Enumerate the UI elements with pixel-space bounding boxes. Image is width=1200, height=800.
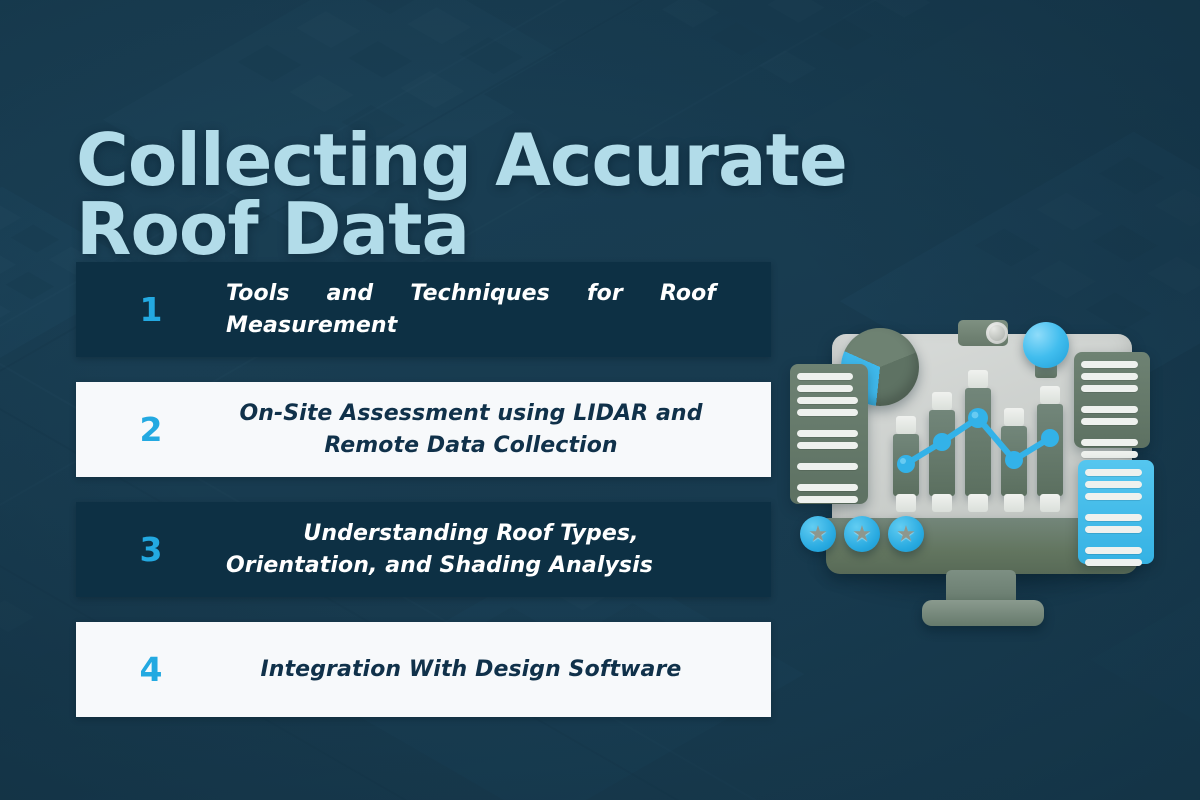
star-badge-icon: ★ [844,516,880,552]
document-card-icon [1078,460,1154,566]
star-glyph: ★ [896,521,916,546]
document-line [1085,547,1143,554]
document-line [797,373,854,380]
bar-cap [968,494,988,512]
step-label: Tools and Techniques for Roof Measuremen… [226,281,716,338]
document-spacer [1081,430,1143,439]
document-spacer [1085,505,1147,514]
bar-cap [932,494,952,512]
document-line [797,430,858,437]
document-card-icon [790,364,868,504]
document-line [797,442,858,449]
document-line [1085,559,1143,566]
bar-cap [932,392,952,410]
bar [1037,386,1063,512]
bar-cap [968,370,988,388]
bar-cap [1040,494,1060,512]
document-spacer [797,454,861,463]
bar-cap [896,416,916,434]
bar-cap [1004,408,1024,426]
bar-cap [896,494,916,512]
bar-cap [1040,386,1060,404]
document-line [1085,526,1143,533]
step-number: 4 [139,650,163,689]
star-badge-icon: ★ [800,516,836,552]
steps-list: 1 Tools and Techniques for Roof Measurem… [76,262,771,742]
document-line [1085,514,1143,521]
bar [929,392,955,512]
line-chart-icon [897,408,1059,473]
document-line [1081,361,1139,368]
list-item[interactable]: 1 Tools and Techniques for Roof Measurem… [76,262,771,357]
document-line [1081,451,1139,458]
page-title: Collecting Accurate Roof Data [76,118,848,271]
document-line [797,496,858,503]
document-line [1081,439,1139,446]
webcam-icon [958,320,1008,346]
document-spacer [797,475,861,484]
step-number: 3 [139,530,163,569]
document-card-icon [1074,352,1150,458]
star-glyph: ★ [808,521,828,546]
document-line [1081,418,1139,425]
list-item[interactable]: 3 Understanding Roof Types, Orientation,… [76,502,771,597]
step-label: Integration With Design Software [260,656,682,682]
star-badge-icon: ★ [888,516,924,552]
document-line [797,463,858,470]
document-line [1085,481,1143,488]
step-number: 1 [139,290,163,329]
document-line [797,409,858,416]
document-line [1081,406,1139,413]
document-line [1085,493,1143,500]
step-number: 2 [139,410,163,449]
star-glyph: ★ [852,521,872,546]
monitor-base [922,600,1044,626]
step-label: On-Site Assessment using LIDAR and Remot… [239,401,703,458]
document-line [797,484,858,491]
document-spacer [1085,538,1147,547]
webcam-lens-icon [986,322,1008,344]
document-line [1081,373,1139,380]
document-spacer [1081,397,1143,406]
bar [965,370,991,512]
bar-chart-icon [891,370,1071,512]
bar-cap [1004,494,1024,512]
document-line [797,397,858,404]
analytics-monitor-illustration: ★ ★ ★ [786,320,1176,650]
document-line [1081,385,1139,392]
list-item[interactable]: 4 Integration With Design Software [76,622,771,717]
document-line [797,385,854,392]
star-rating-badges: ★ ★ ★ [800,516,924,552]
document-spacer [797,421,861,430]
document-line [1085,469,1143,476]
lightbulb-icon [1023,322,1069,368]
step-label: Understanding Roof Types, Orientation, a… [226,521,653,578]
list-item[interactable]: 2 On-Site Assessment using LIDAR and Rem… [76,382,771,477]
